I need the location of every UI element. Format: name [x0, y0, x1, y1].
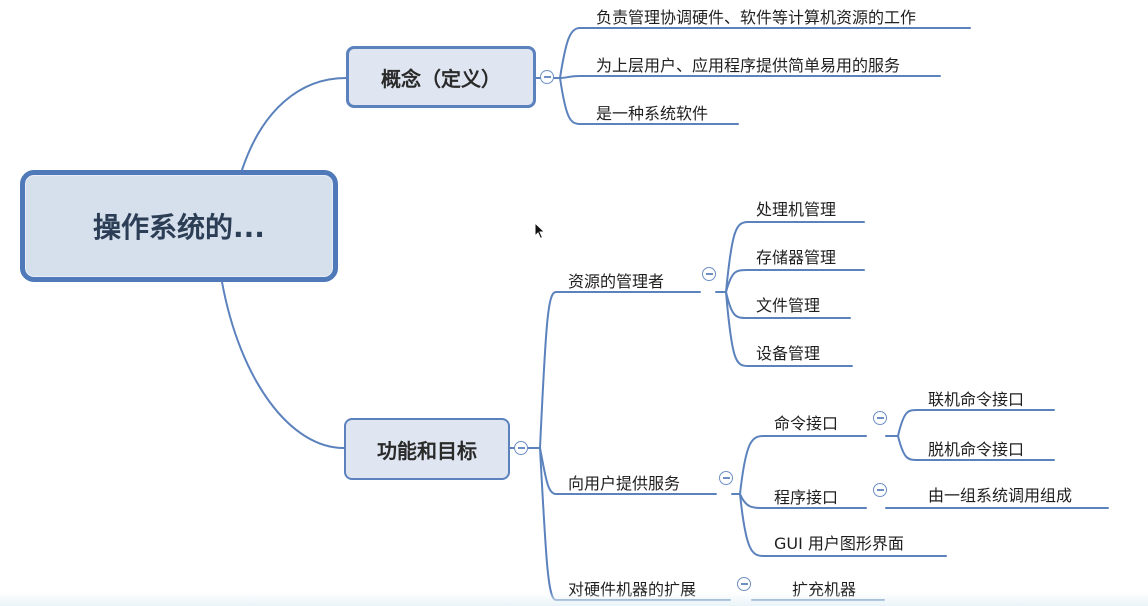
function-node[interactable]: 功能和目标: [344, 418, 510, 480]
resource-manager-collapse-icon[interactable]: [702, 267, 716, 281]
root-node[interactable]: 操作系统的...: [20, 170, 338, 282]
program-interface-collapse-icon[interactable]: [873, 483, 887, 497]
program-interface-label: 程序接口: [774, 488, 839, 507]
function-node-label: 功能和目标: [377, 438, 477, 463]
program-item-syscalls: 由一组系统调用组成: [928, 486, 1073, 505]
bottom-edge-fade: [0, 592, 1148, 606]
concept-collapse-icon[interactable]: [540, 70, 554, 84]
mouse-pointer-icon: [534, 222, 546, 240]
function-collapse-icon[interactable]: [514, 441, 528, 455]
resource-item-file: 文件管理: [756, 296, 821, 315]
command-item-offline: 脱机命令接口: [928, 440, 1025, 459]
command-interface-label: 命令接口: [774, 414, 839, 433]
resource-manager-label: 资源的管理者: [568, 272, 665, 291]
concept-item-2: 为上层用户、应用程序提供简单易用的服务: [596, 56, 901, 75]
command-interface-collapse-icon[interactable]: [873, 411, 887, 425]
user-services-collapse-icon[interactable]: [719, 471, 733, 485]
gui-item: GUI 用户图形界面: [774, 534, 904, 553]
branch-root-concept: [241, 77, 347, 171]
resource-item-processor: 处理机管理: [756, 200, 837, 219]
branch-root-function: [221, 281, 345, 449]
resource-item-storage: 存储器管理: [756, 248, 837, 267]
resource-item-device: 设备管理: [756, 344, 821, 363]
concept-item-1: 负责管理协调硬件、软件等计算机资源的工作: [596, 8, 917, 27]
concept-item-3: 是一种系统软件: [596, 104, 709, 123]
concept-node[interactable]: 概念（定义）: [346, 46, 536, 108]
hardware-extension-collapse-icon[interactable]: [737, 577, 751, 591]
concept-node-label: 概念（定义）: [381, 66, 501, 91]
root-node-label: 操作系统的...: [93, 211, 265, 244]
command-item-online: 联机命令接口: [928, 390, 1025, 409]
user-services-label: 向用户提供服务: [568, 474, 681, 493]
